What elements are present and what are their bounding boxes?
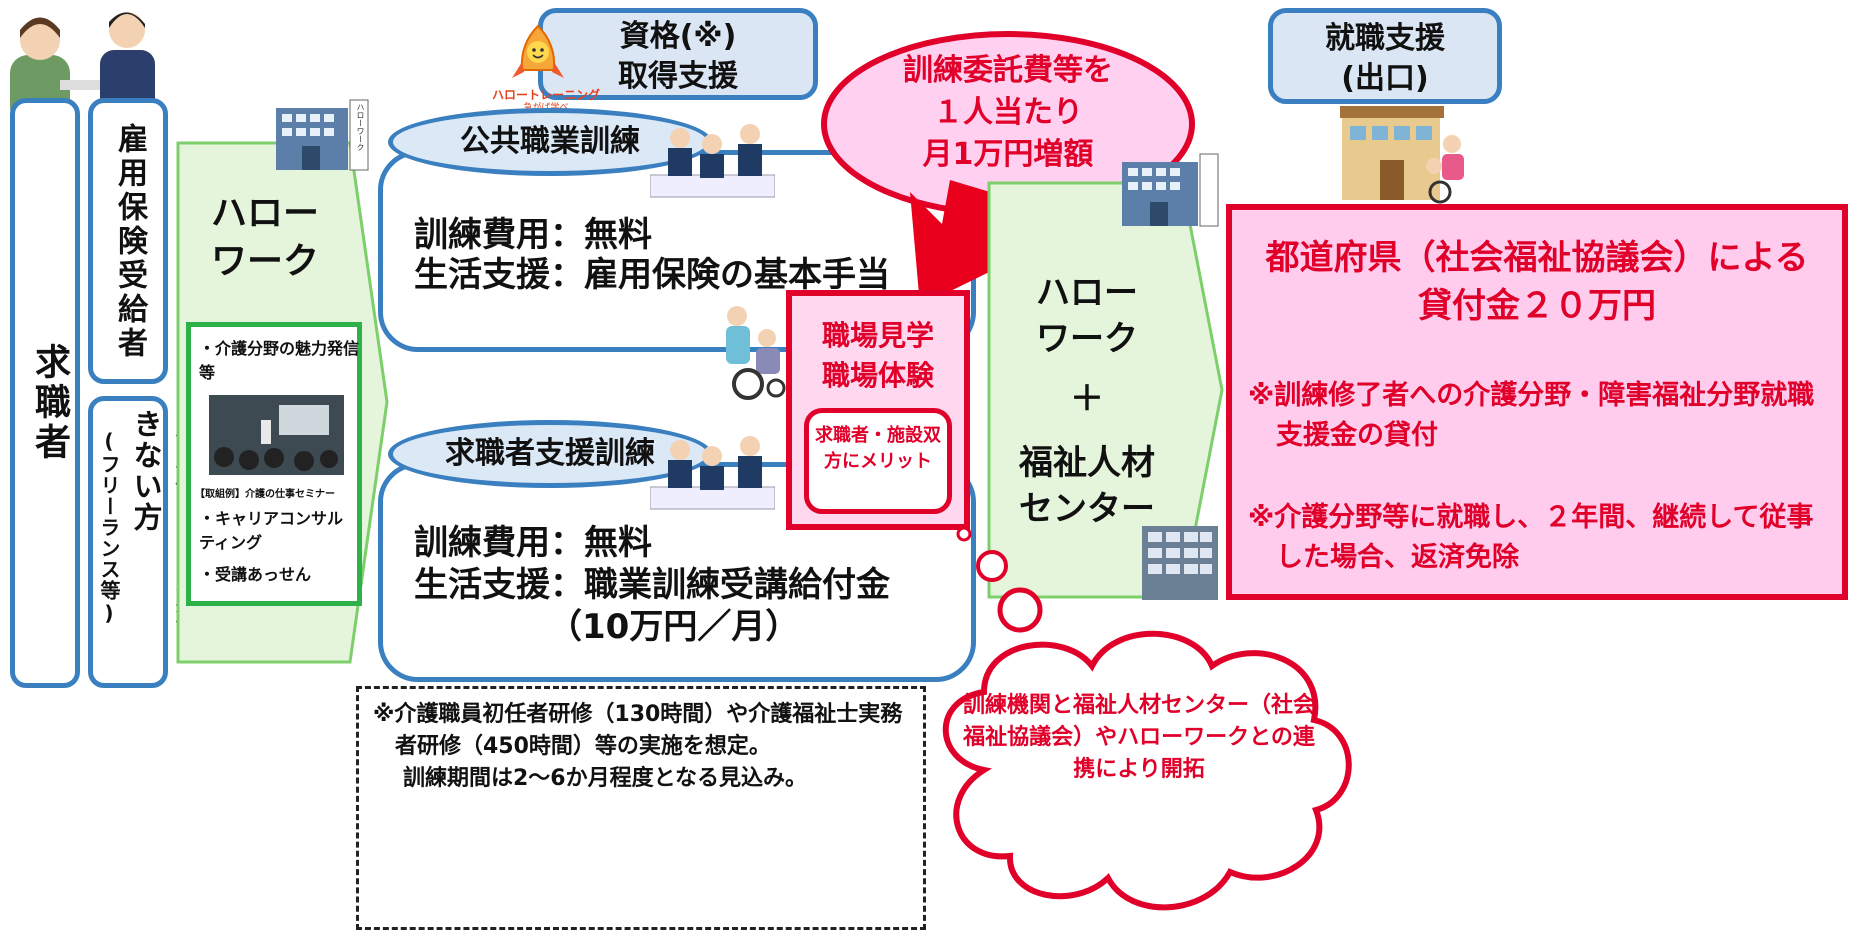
public-training-cost: 訓練費用：無料 [414, 215, 652, 255]
employment-support-header: 就職支援 (出口) [1268, 8, 1502, 104]
cloud-text: 訓練機関と福祉人材センター（社会福祉協議会）やハローワークとの連携により開拓 [962, 693, 1315, 782]
hellowork2-title: ハロー ワーク ＋ 福祉人材 センター [1019, 273, 1155, 529]
note-line-3: 訓練期間は2～6か月程度となる見込み。 [403, 766, 807, 791]
hellowork-building-icon-2 [1122, 153, 1219, 227]
bullet-referral: ・受講あっせん [199, 565, 312, 584]
merit-text: 求職者・施設双方にメリット [815, 425, 941, 472]
seeker-training-cost: 訓練費用：無料 [414, 523, 652, 563]
hello-training-rocket-icon [512, 24, 564, 78]
care-facility-icon [1340, 106, 1464, 204]
note-line-1: ※介護職員初任者研修（130時間）や介護福祉士実務 [373, 702, 903, 727]
workplace-visit-box: 職場見学 職場体験 求職者・施設双方にメリット [786, 290, 970, 530]
training-note-box: ※介護職員初任者研修（130時間）や介護福祉士実務 者研修（450時間）等の実施… [356, 686, 926, 930]
note-line-2: 者研修（450時間）等の実施を想定。 [395, 734, 771, 759]
hellowork-building-icon [276, 99, 369, 171]
workplace-visit-title: 職場見学 職場体験 [821, 319, 934, 392]
insured-recipient-box: 雇用保険受給者 [88, 98, 168, 384]
uninsured-note: (フリーランス等) [97, 429, 121, 626]
trainees-icon-1 [650, 124, 775, 198]
development-cloud [942, 630, 1352, 911]
uninsured-box: 雇用保険を受給できない方 (フリーランス等) [88, 396, 205, 688]
thought-bubbles [956, 526, 1043, 633]
welfare-center-building-icon [1142, 526, 1218, 600]
hellowork1-title: ハロー ワーク [210, 193, 319, 282]
loan-title: 都道府県（社会福祉協議会）による貸付金２０万円 [1265, 238, 1809, 326]
hellowork-services-box: ・介護分野の魅力発信等 【取組例】介護の仕事セミナー ・キャリアコンサルティング… [186, 322, 362, 606]
seeker-training-support: 生活支援：職業訓練受講給付金 [414, 565, 890, 605]
seeker-training-amount: （10万円／月） [548, 607, 800, 647]
bullet-attraction: ・介護分野の魅力発信等 [199, 339, 360, 382]
photo-caption: 【取組例】介護の仕事セミナー [195, 489, 335, 500]
loan-note-2: ※介護分野等に就職し、２年間、継続して従事した場合、返済免除 [1248, 502, 1814, 573]
loan-note-1: ※訓練修了者への介護分野・障害福祉分野就職支援金の貸付 [1248, 380, 1815, 451]
subsidy-increase-text: 訓練委託費等を １人当たり 月1万円増額 [903, 53, 1113, 172]
public-training-support: 生活支援：雇用保険の基本手当 [414, 255, 890, 295]
trainees-icon-2 [650, 436, 775, 510]
job-seeker-label: 求職者 [29, 343, 70, 463]
job-seeker-box: 求職者 [10, 98, 80, 688]
insured-recipient-label: 雇用保険受給者 [112, 123, 147, 361]
loan-box: 都道府県（社会福祉協議会）による貸付金２０万円 ※訓練修了者への介護分野・障害福… [1226, 204, 1848, 600]
merit-box: 求職者・施設双方にメリット [804, 408, 952, 514]
bullet-career: ・キャリアコンサルティング [199, 509, 344, 552]
qualification-support-header: 資格(※) 取得支援 [538, 8, 818, 100]
caregiver-wheelchair-icon [726, 306, 786, 400]
rocket-caption: ハロートレーニング [491, 88, 600, 102]
seminar-photo [209, 395, 344, 475]
hellowork-sign-text: ハローワーク [356, 103, 365, 151]
